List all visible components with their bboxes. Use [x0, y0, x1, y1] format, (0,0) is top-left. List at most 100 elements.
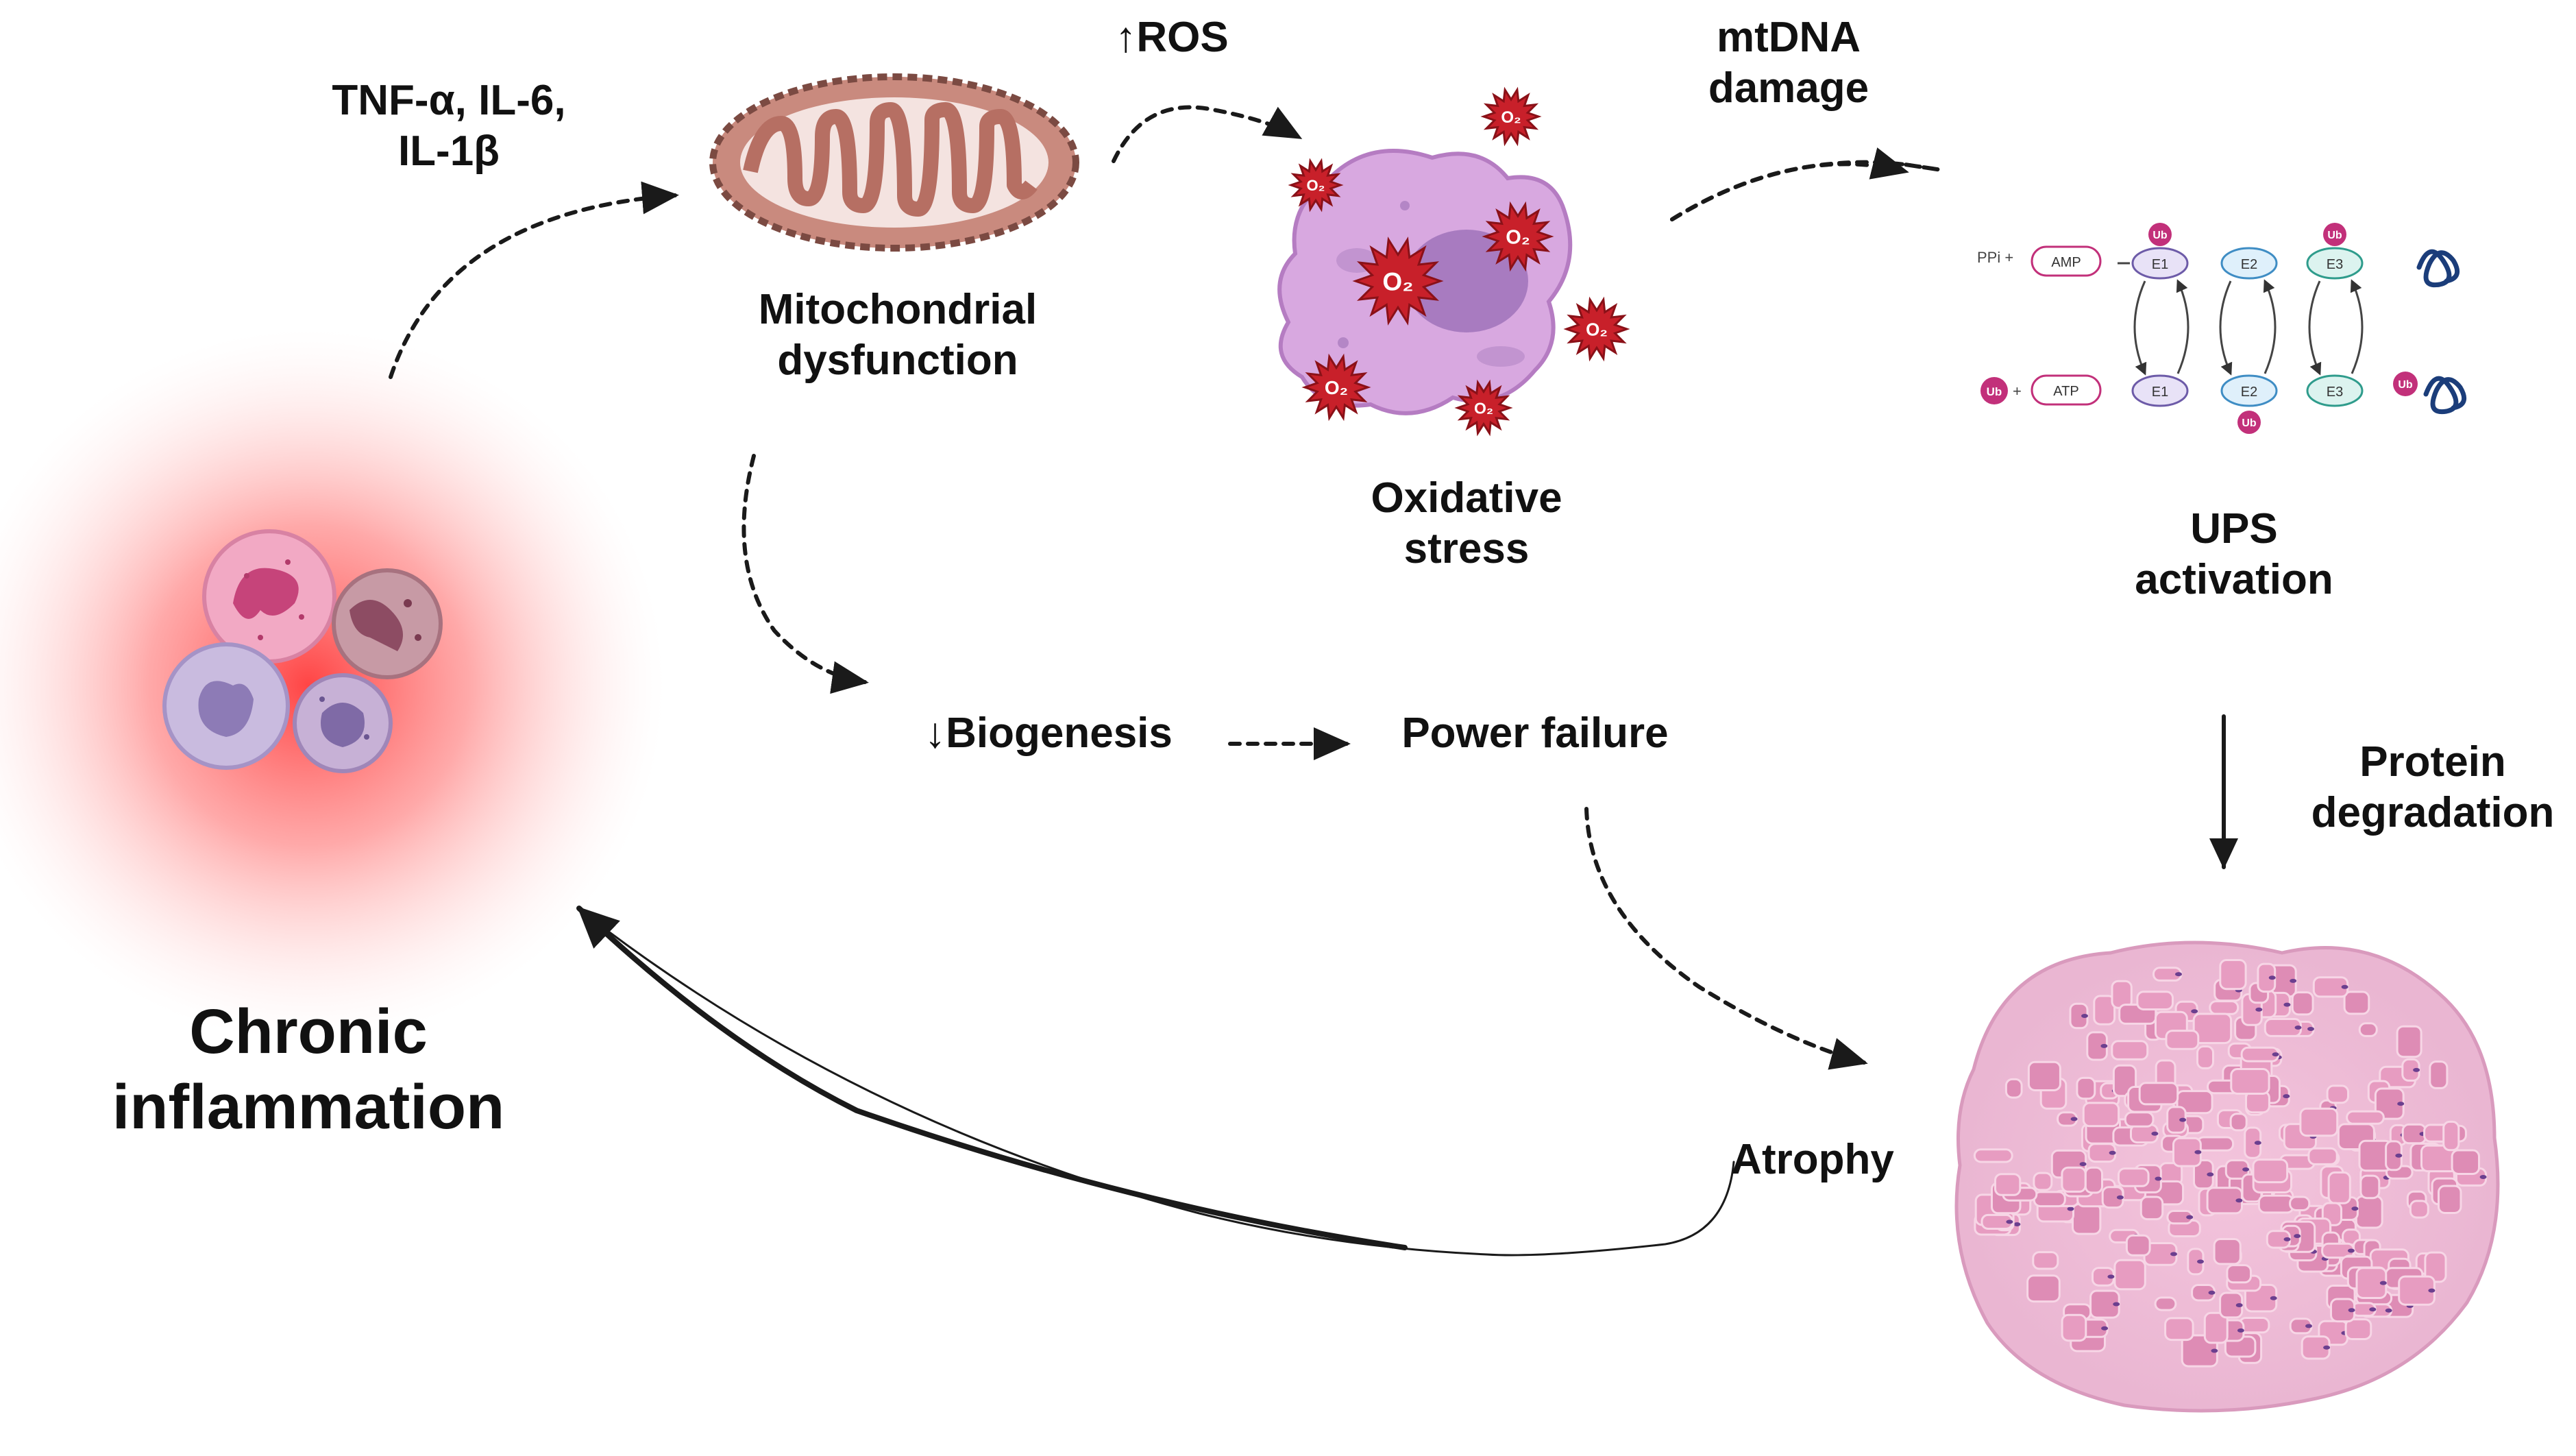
muscle-nucleus	[2283, 1094, 2290, 1099]
ros-star-icon	[1454, 379, 1513, 437]
muscle-nucleus	[2270, 1296, 2277, 1300]
ups-e3-top: E3	[2327, 257, 2343, 272]
muscle-fiber	[2409, 1200, 2429, 1219]
ros-star-icon	[1352, 236, 1444, 326]
ros-star-icon	[1480, 86, 1542, 147]
muscle-nucleus	[2385, 1308, 2392, 1313]
muscle-fiber	[1994, 1173, 2022, 1196]
muscle-fiber	[2229, 1113, 2248, 1132]
muscle-nucleus	[2294, 1026, 2302, 1030]
muscle-fiber	[2289, 1196, 2311, 1211]
muscle-fiber	[2213, 1238, 2242, 1265]
muscle-nucleus	[2305, 1324, 2312, 1328]
muscle-fiber	[2196, 1136, 2235, 1152]
arrow-biogenesis	[741, 454, 869, 694]
ros-star-icon	[1301, 353, 1371, 422]
muscle-nucleus	[2067, 1206, 2074, 1211]
ups-ppi: PPi +	[1977, 249, 2013, 266]
muscle-nucleus	[2242, 1167, 2250, 1172]
ros-star-icon	[1288, 158, 1344, 213]
ups-atp: ATP	[2053, 384, 2078, 399]
muscle-nucleus	[2369, 1307, 2377, 1312]
inflammation-cells	[0, 329, 665, 1042]
muscle-fiber	[2061, 1166, 2087, 1193]
ups-e1-bottom: E1	[2152, 385, 2168, 400]
muscle-nucleus	[2194, 1150, 2202, 1154]
muscle-nucleus	[2294, 1234, 2301, 1239]
ups-ub-e2: Ub	[2242, 417, 2257, 429]
muscle-nucleus	[2237, 1328, 2244, 1333]
muscle-fiber	[2203, 1311, 2229, 1344]
protein-degradation-label: Protein degradation	[2311, 738, 2555, 837]
muscle-nucleus	[2100, 1043, 2108, 1048]
muscle-fiber	[2291, 991, 2314, 1016]
muscle-fiber	[2076, 1076, 2096, 1100]
muscle-fiber	[2125, 1234, 2151, 1257]
muscle-nucleus	[2323, 1345, 2331, 1350]
muscle-nucleus	[2006, 1220, 2013, 1224]
muscle-fiber	[2138, 1082, 2179, 1106]
arrow-feedback-inflammation	[576, 906, 1408, 1250]
ups-atp-pill	[2031, 374, 2102, 406]
arrow-mtdna	[1670, 147, 1909, 221]
o2-label: O₂	[1382, 268, 1413, 296]
power-failure-label: Power failure	[1401, 709, 1669, 757]
ups-ub-bottom: Ub	[1987, 385, 2002, 398]
o2-label: O₂	[1307, 177, 1325, 194]
muscle-fiber	[2004, 1078, 2023, 1099]
muscle-fiber	[2084, 1166, 2104, 1194]
ups-e2-bottom: E2	[2241, 385, 2257, 400]
biogenesis-label: ↓Biogenesis	[924, 709, 1173, 757]
muscle-nucleus	[2211, 1348, 2218, 1353]
muscle-fiber	[2139, 1196, 2164, 1221]
muscle-fiber	[2154, 1296, 2177, 1311]
muscle-nucleus	[2191, 1009, 2198, 1014]
muscle-nucleus	[2268, 975, 2276, 980]
muscle-fiber	[2252, 1158, 2289, 1184]
ros-star-icon	[1563, 296, 1630, 362]
ups-ub-e3: Ub	[2327, 230, 2342, 241]
immune-cell-monocyte	[162, 642, 290, 770]
muscle-nucleus	[2235, 1303, 2243, 1307]
muscle-fiber	[2111, 1040, 2149, 1060]
muscle-nucleus	[2348, 1308, 2355, 1313]
mitochondrion-illustration	[709, 73, 1079, 252]
immune-cell-neutrophil	[202, 529, 336, 664]
muscle-fiber	[2072, 1203, 2102, 1235]
muscle-fiber	[2257, 1194, 2294, 1214]
ups-ub-e1: Ub	[2152, 230, 2168, 241]
muscle-fiber	[2343, 991, 2370, 1015]
muscle-nucleus	[2107, 1274, 2115, 1279]
chronic-inflammation-label: Chronic inflammation	[112, 997, 505, 1143]
ups-activation-label: UPS activation	[2135, 505, 2333, 604]
ups-amp-pill	[2031, 245, 2102, 277]
muscle-fiber	[2358, 1022, 2378, 1037]
ups-e2-top: E2	[2241, 257, 2257, 272]
muscle-nucleus	[2347, 1248, 2355, 1253]
atrophy-label: Atrophy	[1731, 1136, 1894, 1183]
muscle-fiber	[2196, 1045, 2214, 1069]
muscle-fiber	[2326, 1084, 2350, 1104]
muscle-nucleus	[2413, 1067, 2420, 1072]
muscle-nucleus	[2254, 1141, 2261, 1145]
muscle-nucleus	[2197, 1259, 2204, 1264]
mtdna-damage-label: mtDNA damage	[1708, 14, 1869, 112]
ups-cycle: PPi + AMP E1 Ub E2 E3 Ub Ub + ATP E1 E2 …	[1977, 223, 2467, 434]
immune-cell-eosinophil	[332, 568, 443, 679]
muscle-fiber	[2093, 995, 2116, 1026]
muscle-nucleus	[2283, 1237, 2291, 1241]
muscle-fiber	[2451, 1149, 2481, 1175]
muscle-nucleus	[2170, 1252, 2177, 1257]
muscle-nucleus	[2151, 1131, 2159, 1136]
arrow-cytokines	[389, 181, 679, 379]
muscle-nucleus	[2397, 1102, 2405, 1106]
muscle-nucleus	[2379, 1281, 2387, 1285]
pathway-arrows	[389, 105, 2238, 1257]
muscle-fiber	[2164, 1317, 2194, 1342]
muscle-nucleus	[2186, 1215, 2194, 1220]
muscle-fiber	[1973, 1148, 2013, 1163]
muscle-fiber	[2124, 1111, 2155, 1128]
muscle-nucleus	[2208, 1290, 2216, 1295]
muscle-fiber	[2165, 1030, 2200, 1050]
